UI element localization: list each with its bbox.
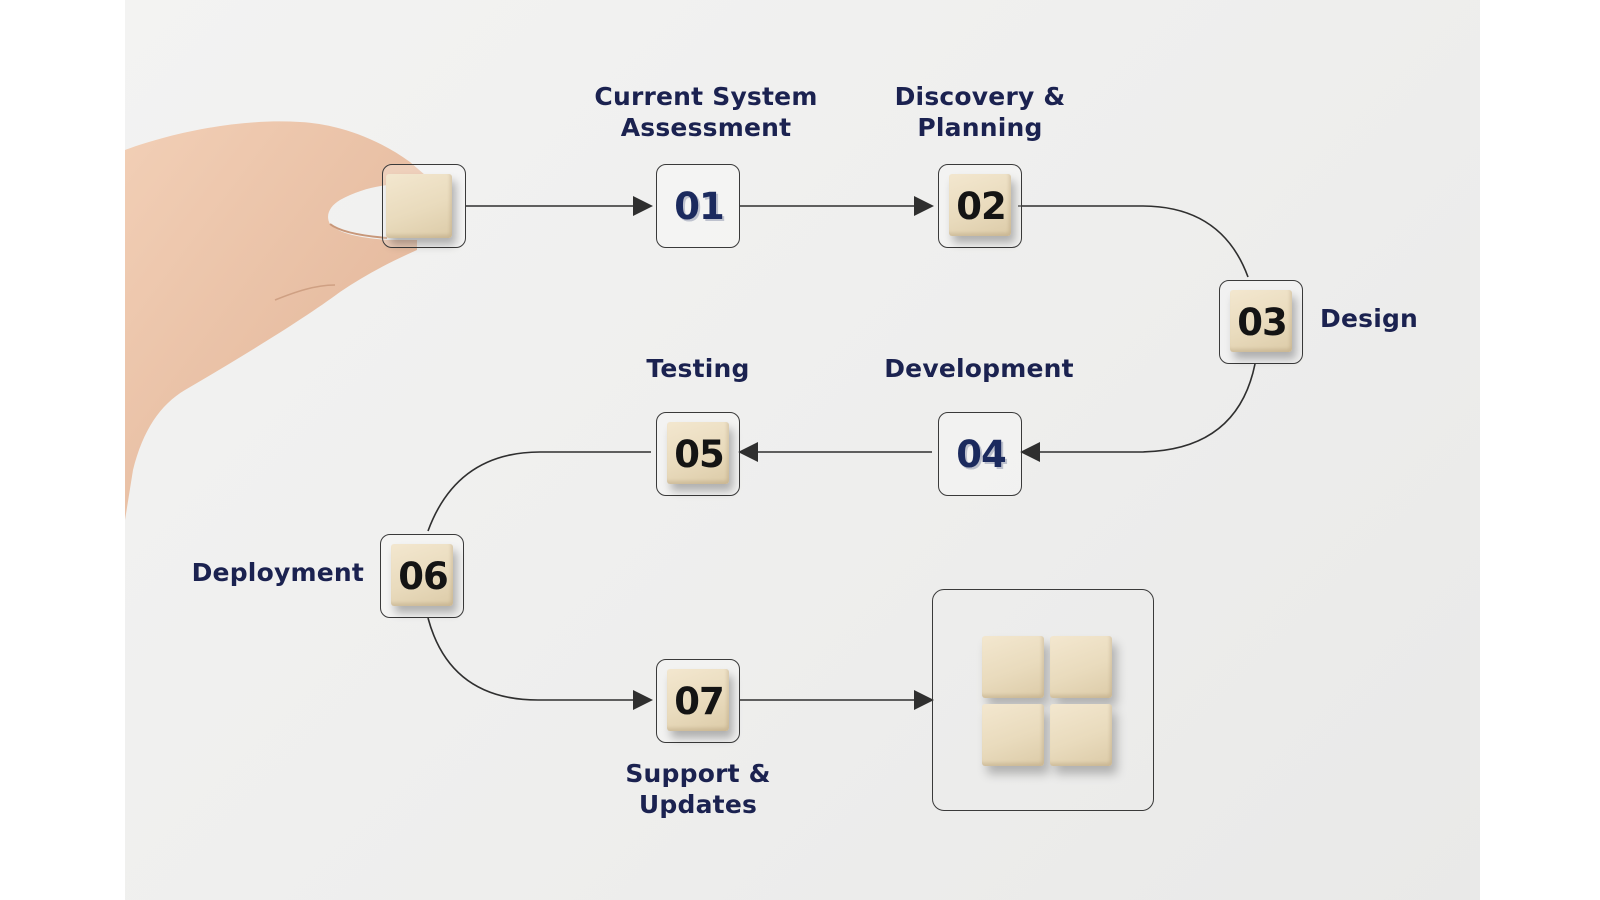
step-07-label: Support & Updates [625,759,771,819]
wooden-block-icon [667,669,729,731]
connector-03-to-04 [1020,363,1256,462]
step-02-label: Discovery & Planning [894,82,1066,142]
wooden-block-icon [386,174,452,238]
start-block-frame [382,164,466,248]
wooden-block-icon [949,174,1011,236]
step-06-frame: 06 [380,534,464,618]
step-05-frame: 05 [656,412,740,496]
step-04-frame: 04 [938,412,1022,496]
step-05-label: Testing [646,354,750,383]
wooden-block-icon [667,422,729,484]
step-05-number: 05 [674,433,725,476]
step-07-frame: 07 [656,659,740,743]
step-02-frame: 02 [938,164,1022,248]
wooden-block-icon [1050,636,1112,698]
step-01-number: 01 [674,185,725,228]
connector-06-to-07 [427,617,653,710]
wooden-block-icon [1050,704,1112,766]
wooden-block-icon [982,636,1044,698]
block-grid-icon [932,589,1154,811]
wooden-block-icon [982,704,1044,766]
step-03-number: 03 [1237,301,1288,344]
step-01-frame: 01 [656,164,740,248]
step-01-label: Current System Assessment [594,82,818,142]
step-04-label: Development [884,354,1074,383]
step-06-number: 06 [398,555,449,598]
step-04-number: 04 [956,433,1007,476]
step-03-label: Design [1320,304,1419,333]
step-03-frame: 03 [1219,280,1303,364]
wooden-block-icon [391,544,453,606]
wooden-block-icon [1230,290,1292,352]
step-07-number: 07 [674,680,725,723]
connector-05-to-06 [427,451,651,532]
step-06-label: Deployment [191,558,364,587]
connector-02-to-03 [1018,205,1249,278]
step-02-number: 02 [956,185,1007,228]
hand-holding-block-icon [125,121,425,520]
